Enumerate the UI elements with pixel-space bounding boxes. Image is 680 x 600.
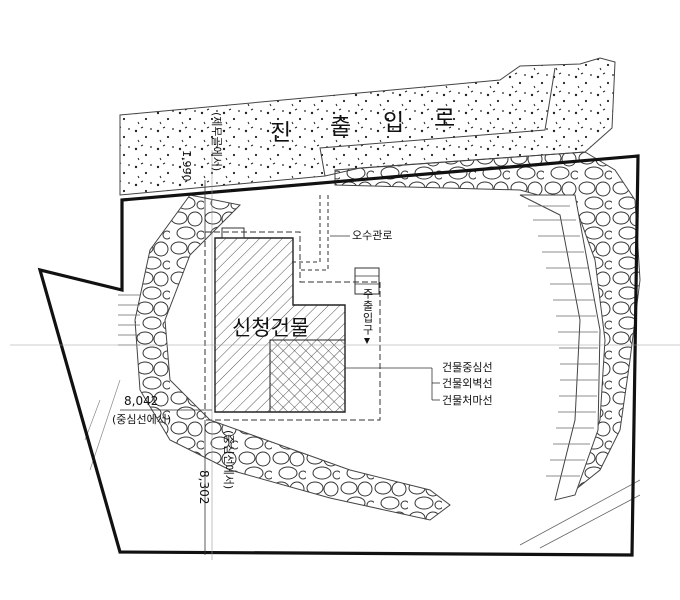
road-char-4: 로 [434,106,456,132]
retaining-wall-left [134,194,451,521]
dim-top-value: 1,990 [180,150,193,182]
legend-outer-wall-line: 건물외벽선 [442,377,493,390]
eaves-line [204,231,381,421]
entrance-marker [364,338,370,344]
entrance-label: 주출입구 [361,288,374,336]
access-road [119,57,616,196]
sewer-pipe [292,195,329,271]
dim-left-note: (중심선에서) [112,413,172,426]
site-boundary [37,154,640,557]
dim-left-value: 8,042 [124,394,159,408]
road-char-1: 진 [270,120,292,146]
dim-top-note: (제무골에서) [210,112,223,172]
road-char-2: 출 [330,114,352,140]
legend-eaves-line: 건물처마선 [442,394,493,407]
dim-bottom-value: 8,302 [197,470,211,505]
dim-bottom-note: (중심선에서) [222,430,235,490]
sewer-pipe-label: 오수관로 [352,229,393,242]
building-label: 신청건물 [232,316,310,340]
road-char-3: 입 [383,110,405,136]
legend-center-line: 건물중심선 [442,361,493,374]
